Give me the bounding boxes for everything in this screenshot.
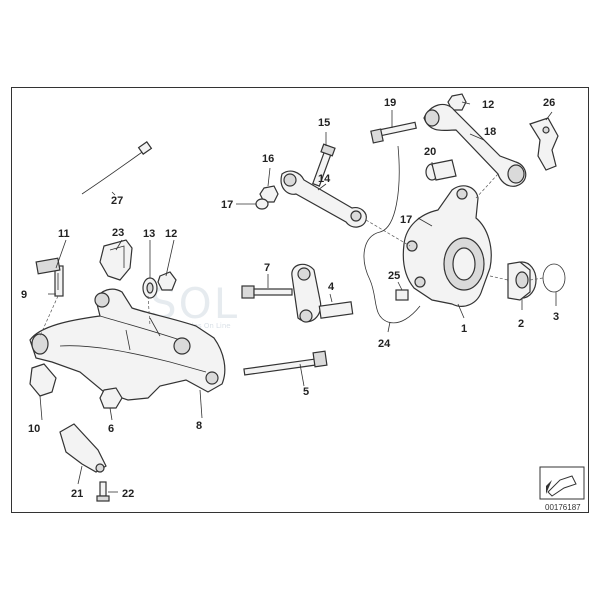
part-11-bolt xyxy=(35,257,64,297)
callout-22: 22 xyxy=(122,488,134,500)
callout-10: 10 xyxy=(28,423,40,435)
direction-arrow-icon xyxy=(547,475,577,497)
callout-25: 25 xyxy=(388,270,400,282)
callout-12-top: 12 xyxy=(482,99,494,111)
callout-24: 24 xyxy=(378,338,391,350)
callout-8: 8 xyxy=(196,420,202,432)
part-16-nut xyxy=(259,185,279,203)
callout-18: 18 xyxy=(484,126,496,138)
callout-15: 15 xyxy=(318,117,330,129)
callout-21: 21 xyxy=(71,488,83,500)
callout-13: 13 xyxy=(143,228,155,240)
part-13-bushing xyxy=(142,277,158,299)
part-8-subframe xyxy=(29,288,226,401)
callout-3: 3 xyxy=(553,311,559,323)
part-7-bolt xyxy=(241,285,293,299)
leader-lines xyxy=(39,101,557,493)
callout-19: 19 xyxy=(384,97,396,109)
part-21-bracket xyxy=(59,423,107,473)
part-12-nut-top xyxy=(447,93,467,111)
callout-4: 4 xyxy=(328,281,335,293)
view-direction-box xyxy=(539,466,585,500)
callout-9: 9 xyxy=(21,289,27,301)
callout-labels: 1 2 3 4 5 6 7 8 9 10 11 12 12 13 14 15 1… xyxy=(21,97,559,500)
part-1-wheel-carrier xyxy=(402,185,492,307)
part-25-sensor xyxy=(395,289,409,301)
callout-6: 6 xyxy=(108,423,114,435)
part-18-upper-arm xyxy=(423,103,527,187)
diagram-reference-number: 00176187 xyxy=(545,503,581,512)
part-20-bushing xyxy=(425,159,457,181)
callout-20: 20 xyxy=(424,146,436,158)
part-26-bracket xyxy=(529,117,559,171)
callout-12-left: 12 xyxy=(165,228,177,240)
callout-1: 1 xyxy=(461,323,467,335)
assembly-guide-lines xyxy=(39,173,544,337)
callout-17-left: 17 xyxy=(221,199,233,211)
watermark-subtitle: Sales On Line xyxy=(183,322,231,330)
callout-16: 16 xyxy=(262,153,274,165)
callout-11: 11 xyxy=(58,228,70,240)
callout-14: 14 xyxy=(318,173,331,185)
callout-27: 27 xyxy=(111,195,123,207)
callout-7: 7 xyxy=(264,262,270,274)
diagram-frame xyxy=(11,87,589,513)
part-4-link xyxy=(291,263,354,323)
part-24-sensor-cable xyxy=(363,145,421,324)
callout-17-right: 17 xyxy=(400,214,412,226)
part-15-bolt xyxy=(311,143,336,187)
part-17-washer-left xyxy=(255,198,269,210)
part-12-nut-left xyxy=(157,271,177,291)
part-19-bolt xyxy=(370,121,417,144)
part-3-circlip xyxy=(542,263,566,293)
part-6-nut xyxy=(99,387,123,409)
callout-26: 26 xyxy=(543,97,555,109)
part-2-wheel-bearing xyxy=(507,261,537,301)
part-10-mount xyxy=(29,363,57,397)
callout-5: 5 xyxy=(303,386,309,398)
part-23-bracket xyxy=(99,239,133,281)
callout-23: 23 xyxy=(112,227,124,239)
part-5-bolt xyxy=(243,350,328,376)
part-27-cable-tie xyxy=(81,141,153,195)
part-22-bolt xyxy=(96,481,110,502)
callout-2: 2 xyxy=(518,318,524,330)
